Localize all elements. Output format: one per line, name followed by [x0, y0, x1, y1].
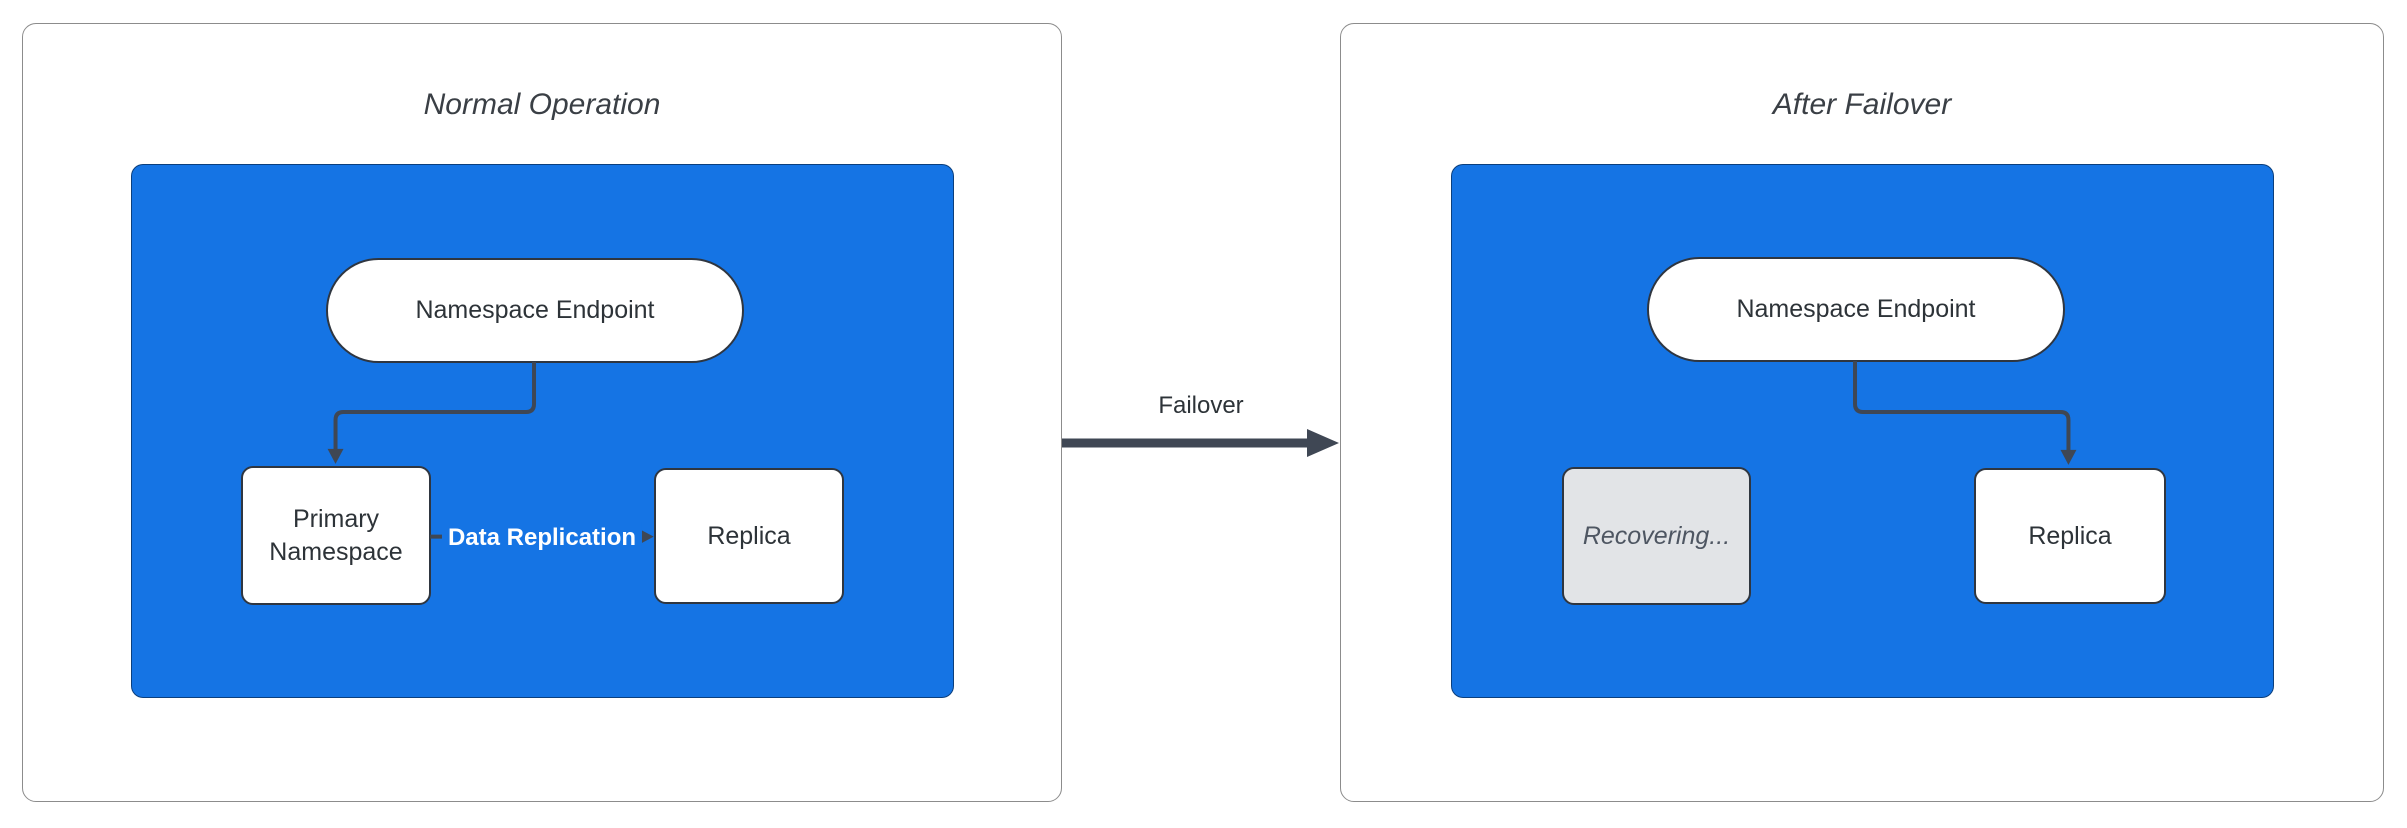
namespace-endpoint-label-normal: Namespace Endpoint — [415, 296, 655, 325]
replica-label-failover: Replica — [2028, 521, 2112, 550]
panel-after-failover: After Failover Namespace Endpoint Recove… — [1340, 23, 2384, 802]
replica-node-failover: Replica — [1974, 468, 2166, 604]
failover-transition-label: Failover — [1158, 392, 1244, 419]
recovering-label: Recovering... — [1582, 521, 1731, 550]
namespace-endpoint-node-normal: Namespace Endpoint — [326, 258, 744, 363]
namespace-cluster-normal — [131, 164, 954, 698]
failover-arrowhead — [1307, 429, 1339, 457]
panel-normal-operation: Normal Operation Namespace Endpoint Prim… — [22, 23, 1062, 802]
namespace-endpoint-label-failover: Namespace Endpoint — [1736, 295, 1976, 324]
namespace-cluster-failover — [1451, 164, 2274, 698]
failover-arrow — [1062, 429, 1339, 457]
primary-namespace-node: Primary Namespace — [241, 466, 431, 605]
replica-label-normal: Replica — [707, 521, 791, 550]
recovering-node: Recovering... — [1562, 467, 1751, 605]
panel-title-normal-operation: Normal Operation — [423, 88, 661, 121]
data-replication-edge-label: Data Replication — [441, 522, 643, 554]
namespace-endpoint-node-failover: Namespace Endpoint — [1647, 257, 2065, 362]
primary-namespace-label: Primary Namespace — [269, 505, 403, 566]
panel-title-after-failover: After Failover — [1772, 88, 1952, 121]
replica-node-normal: Replica — [654, 468, 844, 604]
